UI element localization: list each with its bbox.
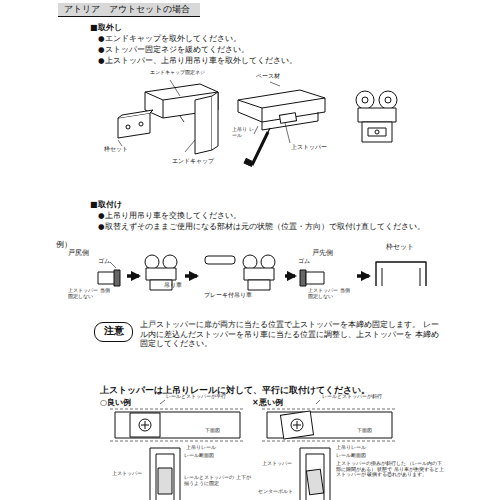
instruction: ●取替えずそのままご使用になる部材は元の状態（位置・方向）で取付け直してください… [98, 222, 425, 231]
view-label: 下面図 [205, 427, 220, 433]
part-label: 吊り車 [164, 282, 182, 288]
part-label: ゴム [298, 258, 310, 264]
section-heading: アトリア アウトセットの場合 [58, 3, 200, 17]
part-label: 上ストッパー [262, 460, 292, 466]
part-label: レールとストッパーが斜行 [322, 393, 382, 399]
view-label: レール断面図 [184, 452, 214, 458]
view-label: レール断面図 [336, 452, 366, 458]
note: レールとストッパーの 上下が揃うように固定 [184, 474, 254, 486]
part-label: 上ストッパー 当側固定しない [308, 288, 352, 300]
step-figure: 吊り車 [140, 250, 184, 306]
flow-arrow [185, 274, 197, 278]
view-label: 下面図 [357, 427, 372, 433]
part-label: 上吊りレール [336, 444, 366, 450]
part-label: 上吊りレール [186, 444, 216, 450]
flow-arrow [357, 274, 369, 278]
example-heading: ○良い例 [100, 398, 131, 408]
caution-box: 注意 [94, 322, 133, 342]
step-figure: 戸尻側ゴム上ストッパー 当側固定しない [68, 250, 126, 306]
good-example-figure [110, 400, 245, 500]
part-label: ブレーキ付吊り車 [204, 292, 252, 298]
part-label: エンドキャップ [172, 158, 214, 165]
caution-note: 上戸ストッパーに扉が両方に当たる位置で上ストッパーを本締め固定します。 レール内… [140, 320, 440, 349]
section-heading: ■取付け [90, 200, 122, 210]
part-label: レールとストッパーが平行 [166, 393, 226, 399]
part-label: 上ストッパー [112, 470, 142, 476]
base-rail-figure [238, 82, 325, 166]
part-label: 上ストッパー [291, 144, 327, 151]
part-label: センターボルト [258, 488, 293, 494]
flow-arrow [285, 274, 295, 278]
instruction: ●上吊り用吊り車を交換してください。 [98, 211, 241, 220]
flow-arrow [127, 274, 139, 278]
part-label: ベース材 [256, 73, 280, 80]
instruction: ●エンドキャップを取外してください。 [98, 34, 241, 43]
part-label: 上吊り レール [232, 126, 256, 138]
example-heading: 例） [56, 240, 72, 249]
instruction: ●ストッパー固定ネジを緩めてください。 [98, 45, 249, 54]
part-label: エンドキャップ固定ネジ [150, 70, 205, 75]
part-label: 上ストッパー 当側固定しない [68, 288, 112, 300]
part-label: 枠セット [386, 244, 414, 251]
note: 上ストッパーの掛みが斜行した （レール内の下部に隙間がある） 状態で 吊り車が衝… [336, 461, 446, 478]
caution-mark: 注意 [95, 325, 132, 337]
example-heading: ×悪い例 [252, 398, 283, 408]
part-label: 戸尻側 [68, 250, 89, 257]
step-figure: 枠セット [370, 244, 432, 290]
part-label: 枠セット [104, 146, 128, 153]
instruction: ●上ストッパー、上吊り用吊り車を取外してください。 [98, 56, 297, 65]
part-label: 戸先側 [312, 250, 333, 257]
part-label: ゴム [98, 258, 110, 264]
step-figure: 戸先側ゴム上ストッパー 当側固定しない [296, 250, 356, 306]
bad-example-figure [262, 400, 397, 500]
section-heading: ■取外し [90, 23, 122, 33]
flow-figures [98, 255, 426, 290]
frame-corner-figure [118, 80, 218, 154]
step-figure: ブレーキ付吊り車 [198, 250, 284, 306]
hanging-wheel-figure [356, 91, 397, 142]
